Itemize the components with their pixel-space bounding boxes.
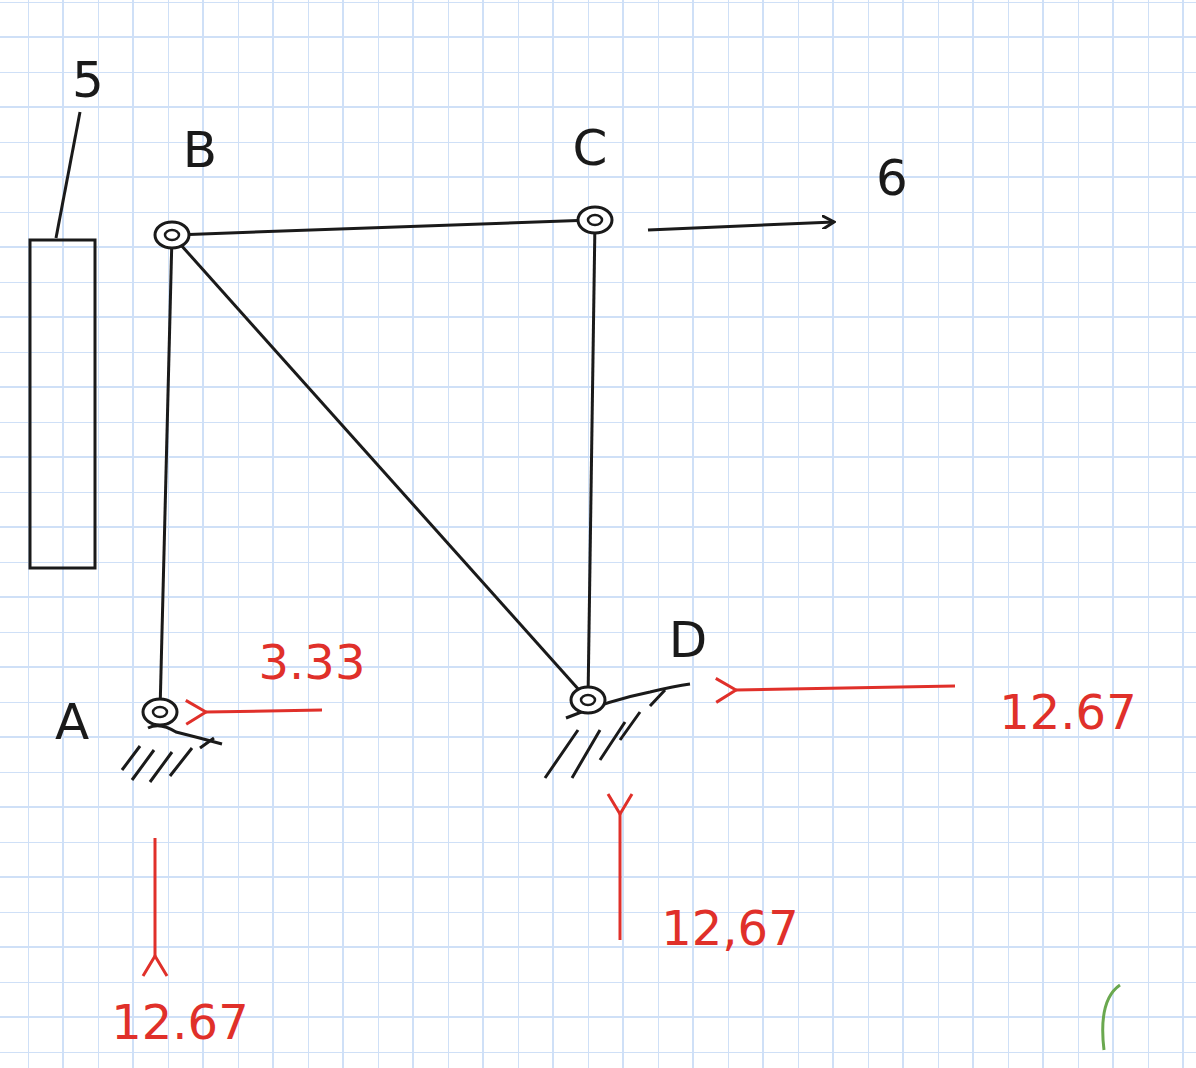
truss-joint: C — [575, 204, 615, 236]
reaction-arrow — [155, 686, 955, 956]
reaction-value: 12.67 — [111, 998, 248, 1046]
member-section-box — [30, 240, 95, 568]
joint-ring — [571, 687, 605, 713]
joint-pin — [165, 230, 179, 240]
reaction-value: 12.67 — [999, 688, 1136, 736]
truss-joint: A — [140, 696, 180, 728]
joint-pin — [153, 707, 167, 717]
joint-ring — [578, 207, 612, 233]
joint-letter: D — [669, 615, 708, 665]
joint-circle — [152, 219, 192, 251]
joint-letter: B — [183, 125, 217, 175]
truss-joint: B — [152, 219, 192, 251]
joint-pin — [588, 215, 602, 225]
reaction-value: 12,67 — [661, 904, 798, 952]
reaction-value: 3.33 — [259, 638, 366, 686]
joint-letter: A — [55, 697, 89, 747]
joint-ring — [143, 699, 177, 725]
joint-circle — [568, 684, 608, 716]
joint-pin — [581, 695, 595, 705]
load-arrow — [648, 222, 834, 230]
joint-letter: C — [573, 123, 608, 173]
load-value: 6 — [876, 153, 908, 203]
joint-circle — [575, 204, 615, 236]
truss-member — [182, 246, 579, 690]
load-value: 5 — [72, 55, 104, 105]
pin-support — [545, 684, 690, 778]
truss-member — [160, 248, 171, 699]
cut-off-note — [1103, 985, 1120, 1050]
truss-joint: D — [568, 684, 608, 716]
truss-member — [588, 233, 595, 687]
joint-ring — [155, 222, 189, 248]
leader-line — [56, 112, 80, 238]
pin-support — [122, 726, 222, 782]
truss-member — [189, 221, 578, 235]
joint-circle — [140, 696, 180, 728]
